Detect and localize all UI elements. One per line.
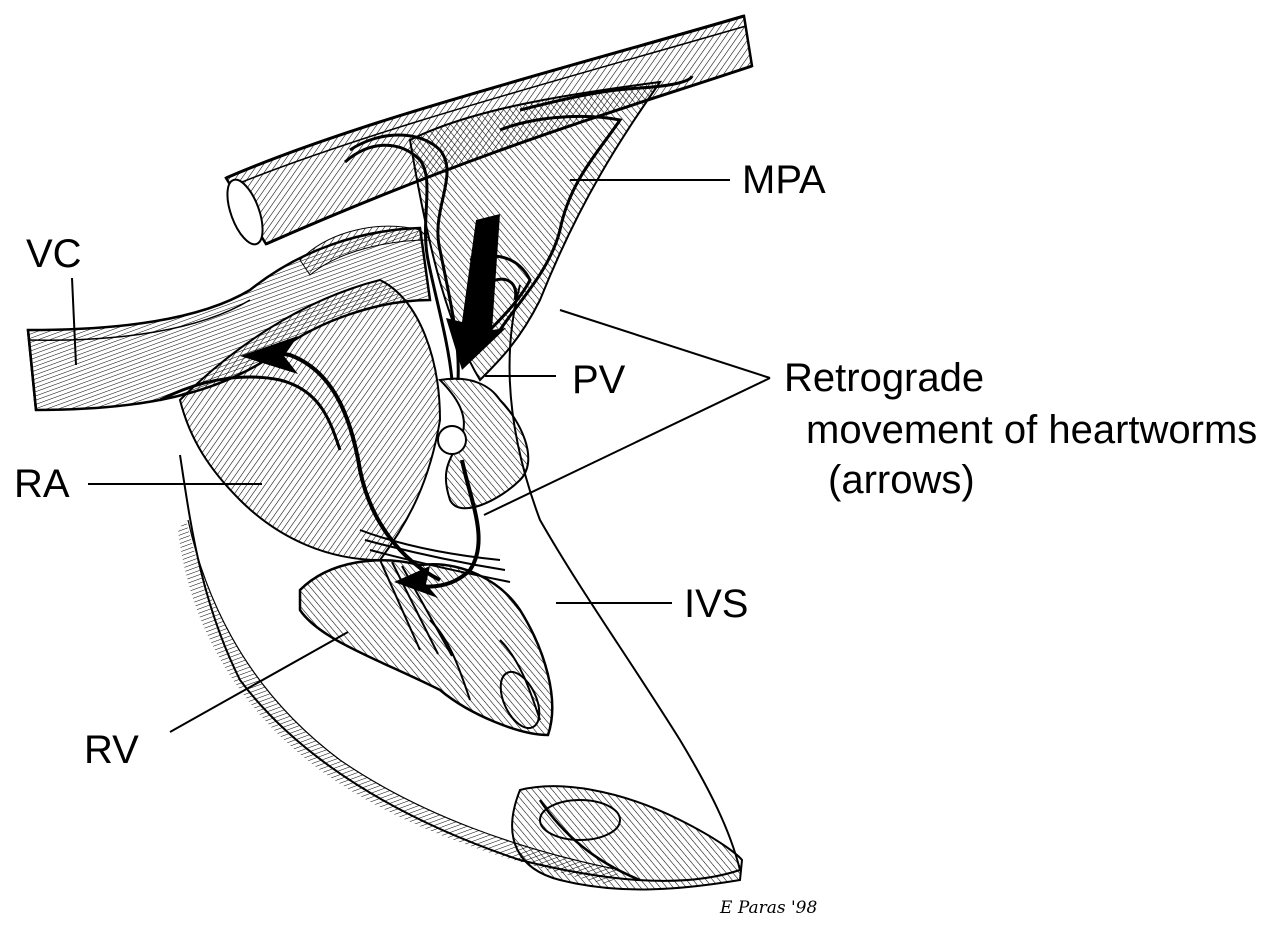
artist-signature: E Paras '98 — [720, 898, 817, 918]
pulmonary-trunk-body — [410, 82, 660, 380]
pulmonary-valve — [438, 379, 528, 509]
leader-rv — [170, 632, 348, 732]
label-rv: RV — [84, 728, 139, 772]
label-pv: PV — [572, 358, 625, 402]
label-mpa: MPA — [742, 158, 826, 202]
label-retrograde-line2: movement of heartworms — [806, 408, 1257, 452]
label-ivs: IVS — [684, 582, 748, 626]
apex-cut-section — [512, 786, 742, 889]
label-retrograde-line3: (arrows) — [828, 458, 975, 502]
label-ra: RA — [14, 462, 70, 506]
label-retrograde-line1: Retrograde — [784, 356, 984, 400]
label-vc: VC — [26, 232, 82, 276]
